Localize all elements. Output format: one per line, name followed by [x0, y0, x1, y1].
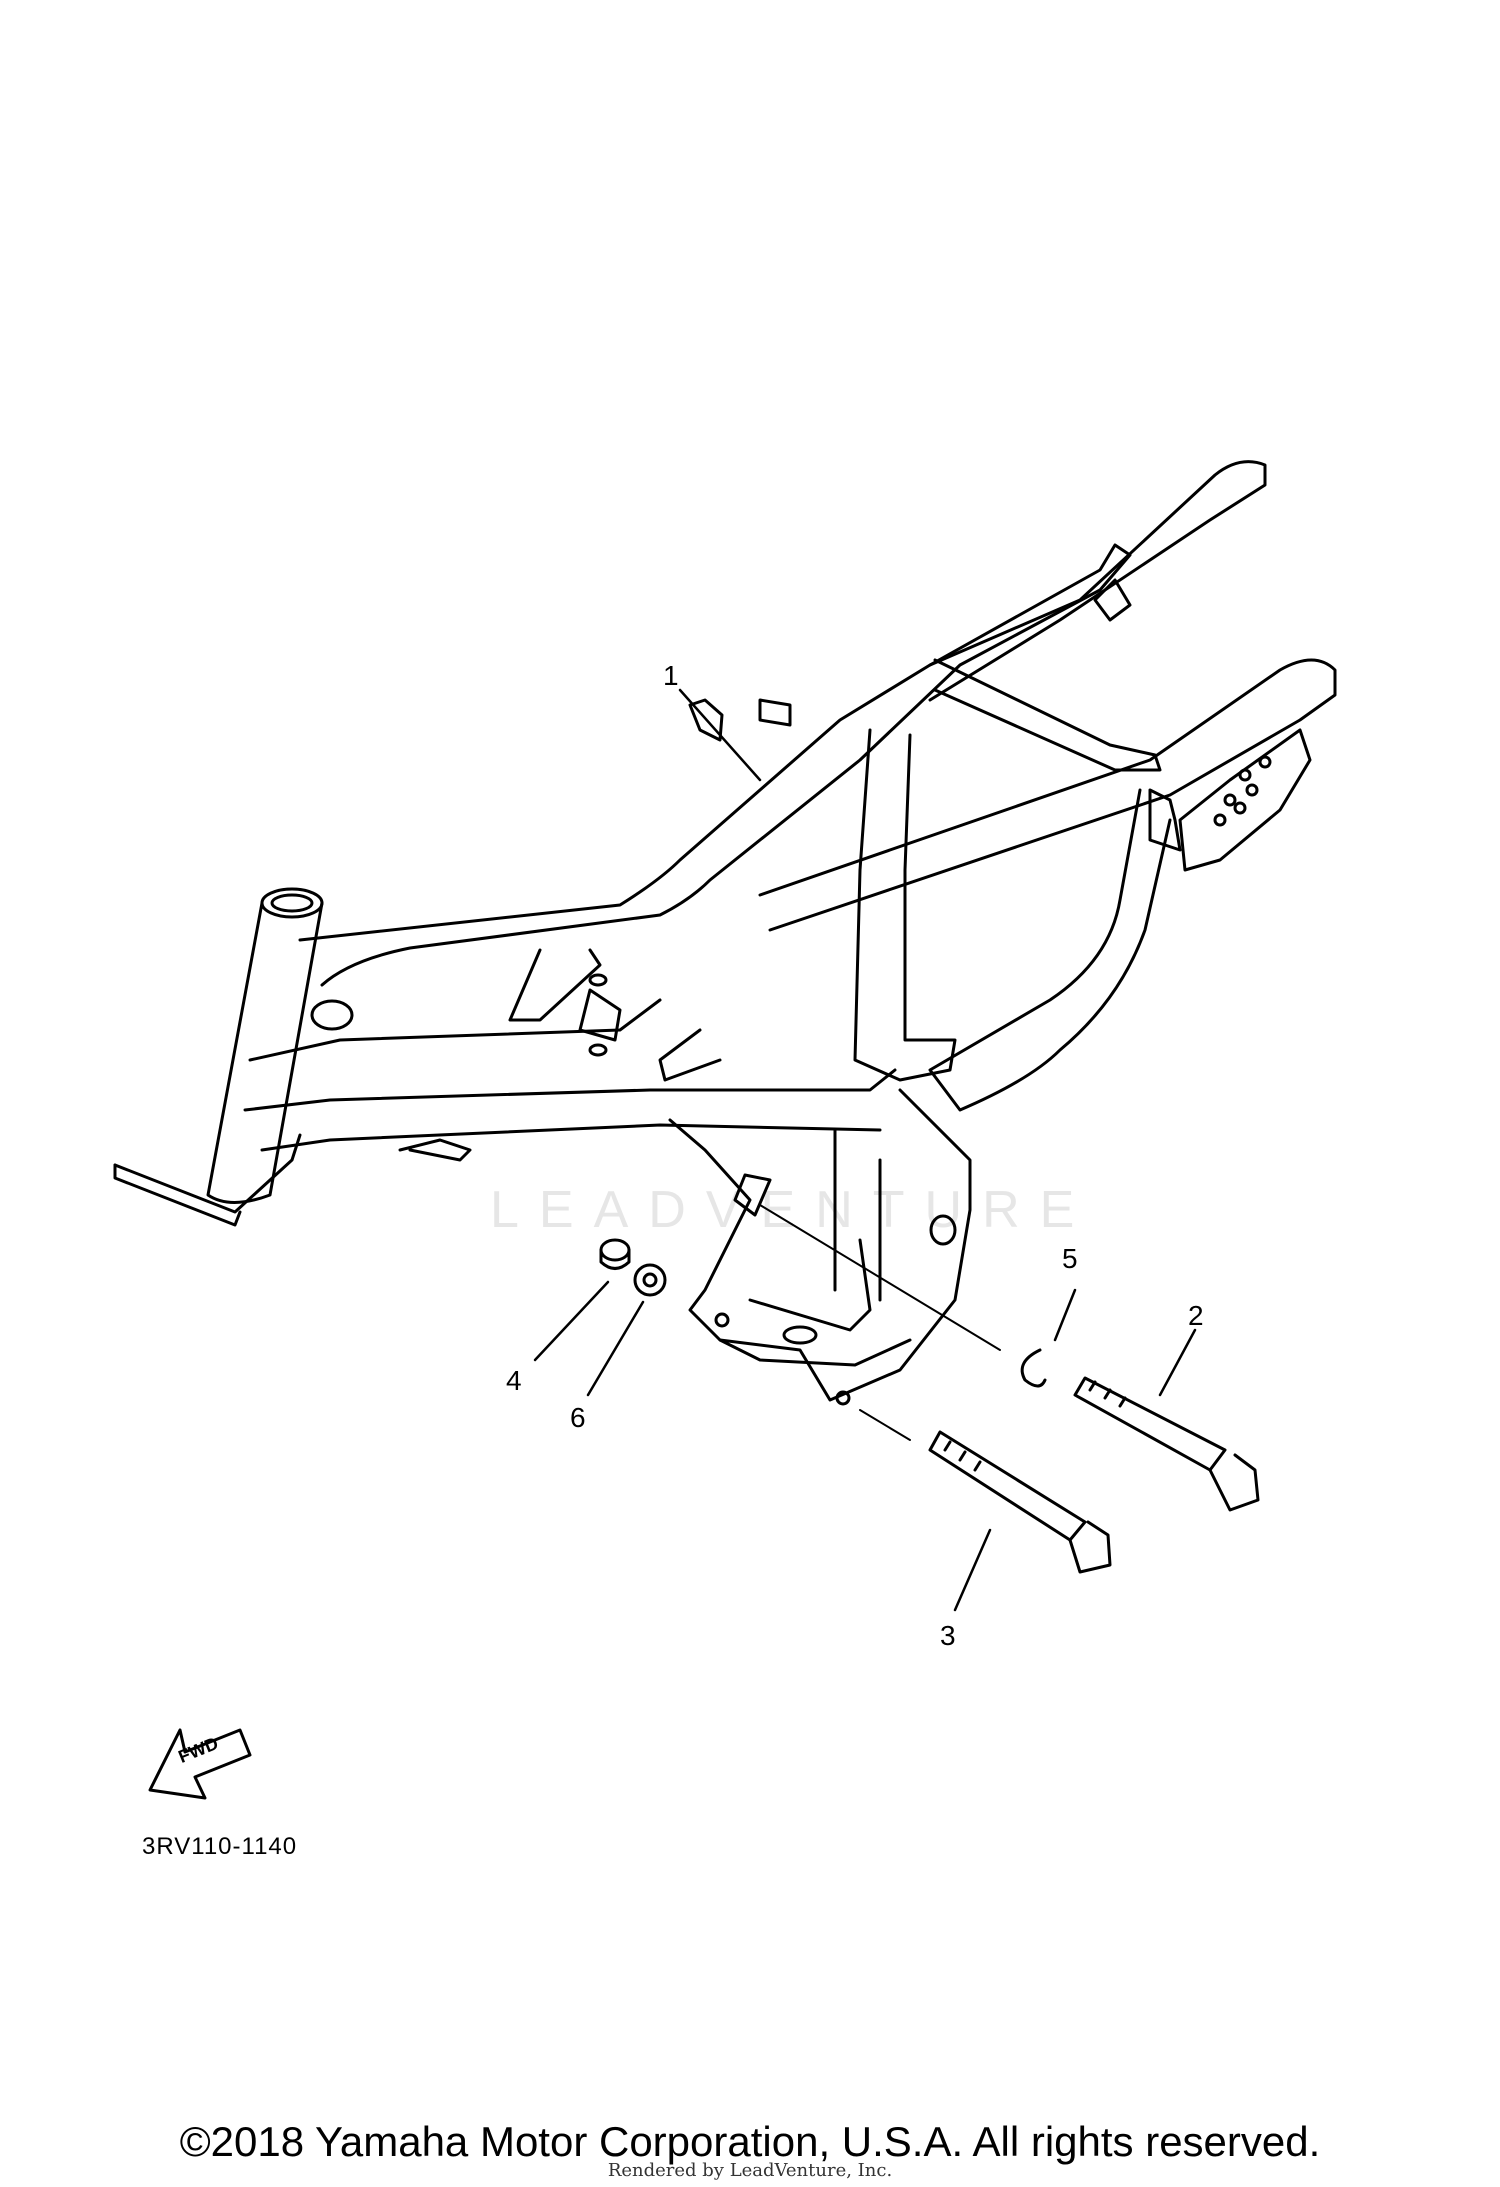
leader-6	[586, 1300, 645, 1397]
rear-rail-upper	[928, 460, 1267, 702]
engine-mount	[668, 1088, 972, 1402]
bolt-3	[928, 1430, 1112, 1574]
bolt-2	[1073, 1376, 1260, 1512]
callout-5: 5	[1062, 1243, 1078, 1274]
center-downtube	[853, 728, 957, 1082]
callout-6: 6	[570, 1402, 586, 1433]
washer	[633, 1263, 667, 1297]
lower-main-tube-b	[260, 1123, 882, 1152]
leader-4	[533, 1280, 610, 1362]
leader-bolt-line-3	[859, 1409, 911, 1441]
diagram-code: 3RV110-1140	[142, 1833, 298, 1860]
callout-2: 2	[1188, 1300, 1204, 1331]
fwd-arrow-icon	[148, 1728, 252, 1800]
callout-4: 4	[506, 1365, 522, 1396]
upper-main-tube	[298, 543, 1132, 987]
leadventure-watermark: LEADVENTURE	[490, 1181, 1095, 1239]
leader-2	[1158, 1328, 1197, 1397]
leader-bolt-line-2	[759, 1204, 1001, 1351]
callout-1: 1	[663, 660, 679, 691]
flange-nut	[599, 1238, 631, 1270]
leader-5	[1053, 1288, 1077, 1342]
leader-1	[678, 688, 762, 782]
copyright-notice: ©2018 Yamaha Motor Corporation, U.S.A. A…	[179, 2118, 1321, 2165]
leader-3	[953, 1528, 992, 1612]
lower-main-tube	[243, 1068, 897, 1112]
rendered-by-notice: Rendered by LeadVenture, Inc.	[607, 2160, 893, 2181]
collar	[1020, 1348, 1047, 1388]
steering-head	[113, 887, 324, 1227]
rear-rail-lower	[758, 658, 1337, 932]
rear-downtube	[928, 788, 1172, 1112]
callout-3: 3	[940, 1620, 956, 1651]
